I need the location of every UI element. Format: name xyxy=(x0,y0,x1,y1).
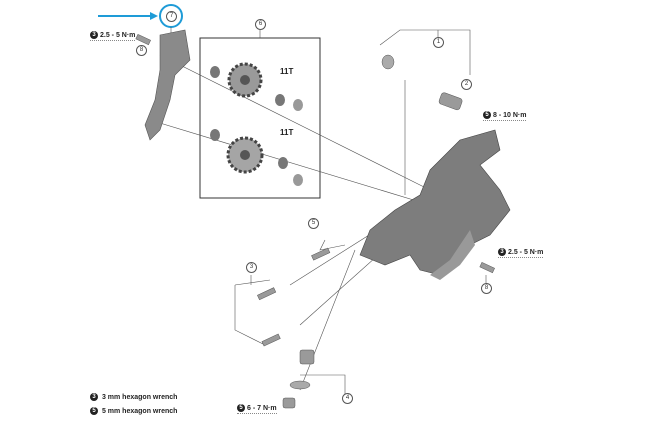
derailleur-body xyxy=(359,129,511,276)
callout-8: 8 xyxy=(136,45,147,56)
upper-pulley-teeth: 11T xyxy=(280,67,294,76)
callout-5: 5 xyxy=(308,218,319,229)
outer-link xyxy=(430,230,475,280)
cable-clamp xyxy=(381,54,395,70)
callout-3: 3 xyxy=(246,262,257,273)
lower-pulley-teeth: 11T xyxy=(280,128,294,137)
callout-4: 4 xyxy=(342,393,353,404)
callout-6: 6 xyxy=(255,19,266,30)
callout-2: 2 xyxy=(461,79,472,90)
washer xyxy=(289,380,311,390)
leader-lines xyxy=(140,27,487,395)
legend-item: 5 5 mm hexagon wrench xyxy=(90,407,177,415)
callout-7: 7 xyxy=(166,11,177,22)
pulleys xyxy=(210,62,303,186)
legend-item: 3 3 mm hexagon wrench xyxy=(90,393,177,401)
pulley-box xyxy=(199,37,321,199)
bolts xyxy=(135,33,495,409)
callout-1: 1 xyxy=(433,37,444,48)
callout-8: 8 xyxy=(481,283,492,294)
inner-cage-plate xyxy=(144,29,191,141)
arrow-head-icon xyxy=(150,12,158,20)
